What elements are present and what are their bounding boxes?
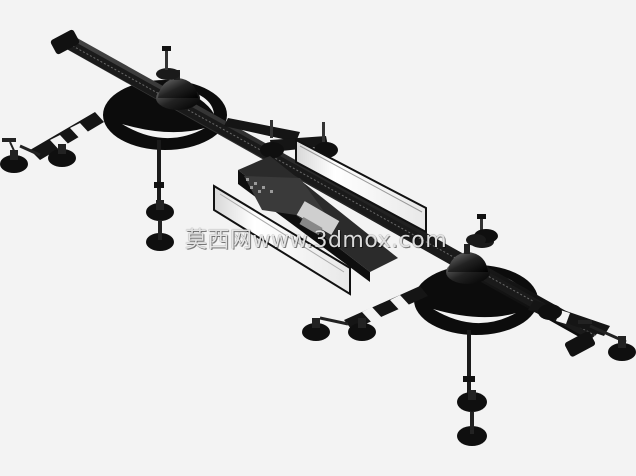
left-vertical-post	[146, 140, 174, 251]
rear-glass-panel	[295, 138, 427, 234]
right-vertical-post	[457, 330, 487, 446]
watermark: 莫西网www.3dmox.com	[185, 228, 448, 253]
right-upper-suction-cups	[466, 229, 498, 246]
front-glass-panel	[213, 184, 351, 296]
left-hub	[156, 46, 200, 110]
left-suction-cups	[0, 144, 76, 173]
lower-left-suction-cups	[302, 318, 376, 341]
lower-right-suction-cups	[538, 304, 636, 361]
central-machine-body	[238, 156, 398, 282]
lower-left-arm	[319, 286, 428, 330]
